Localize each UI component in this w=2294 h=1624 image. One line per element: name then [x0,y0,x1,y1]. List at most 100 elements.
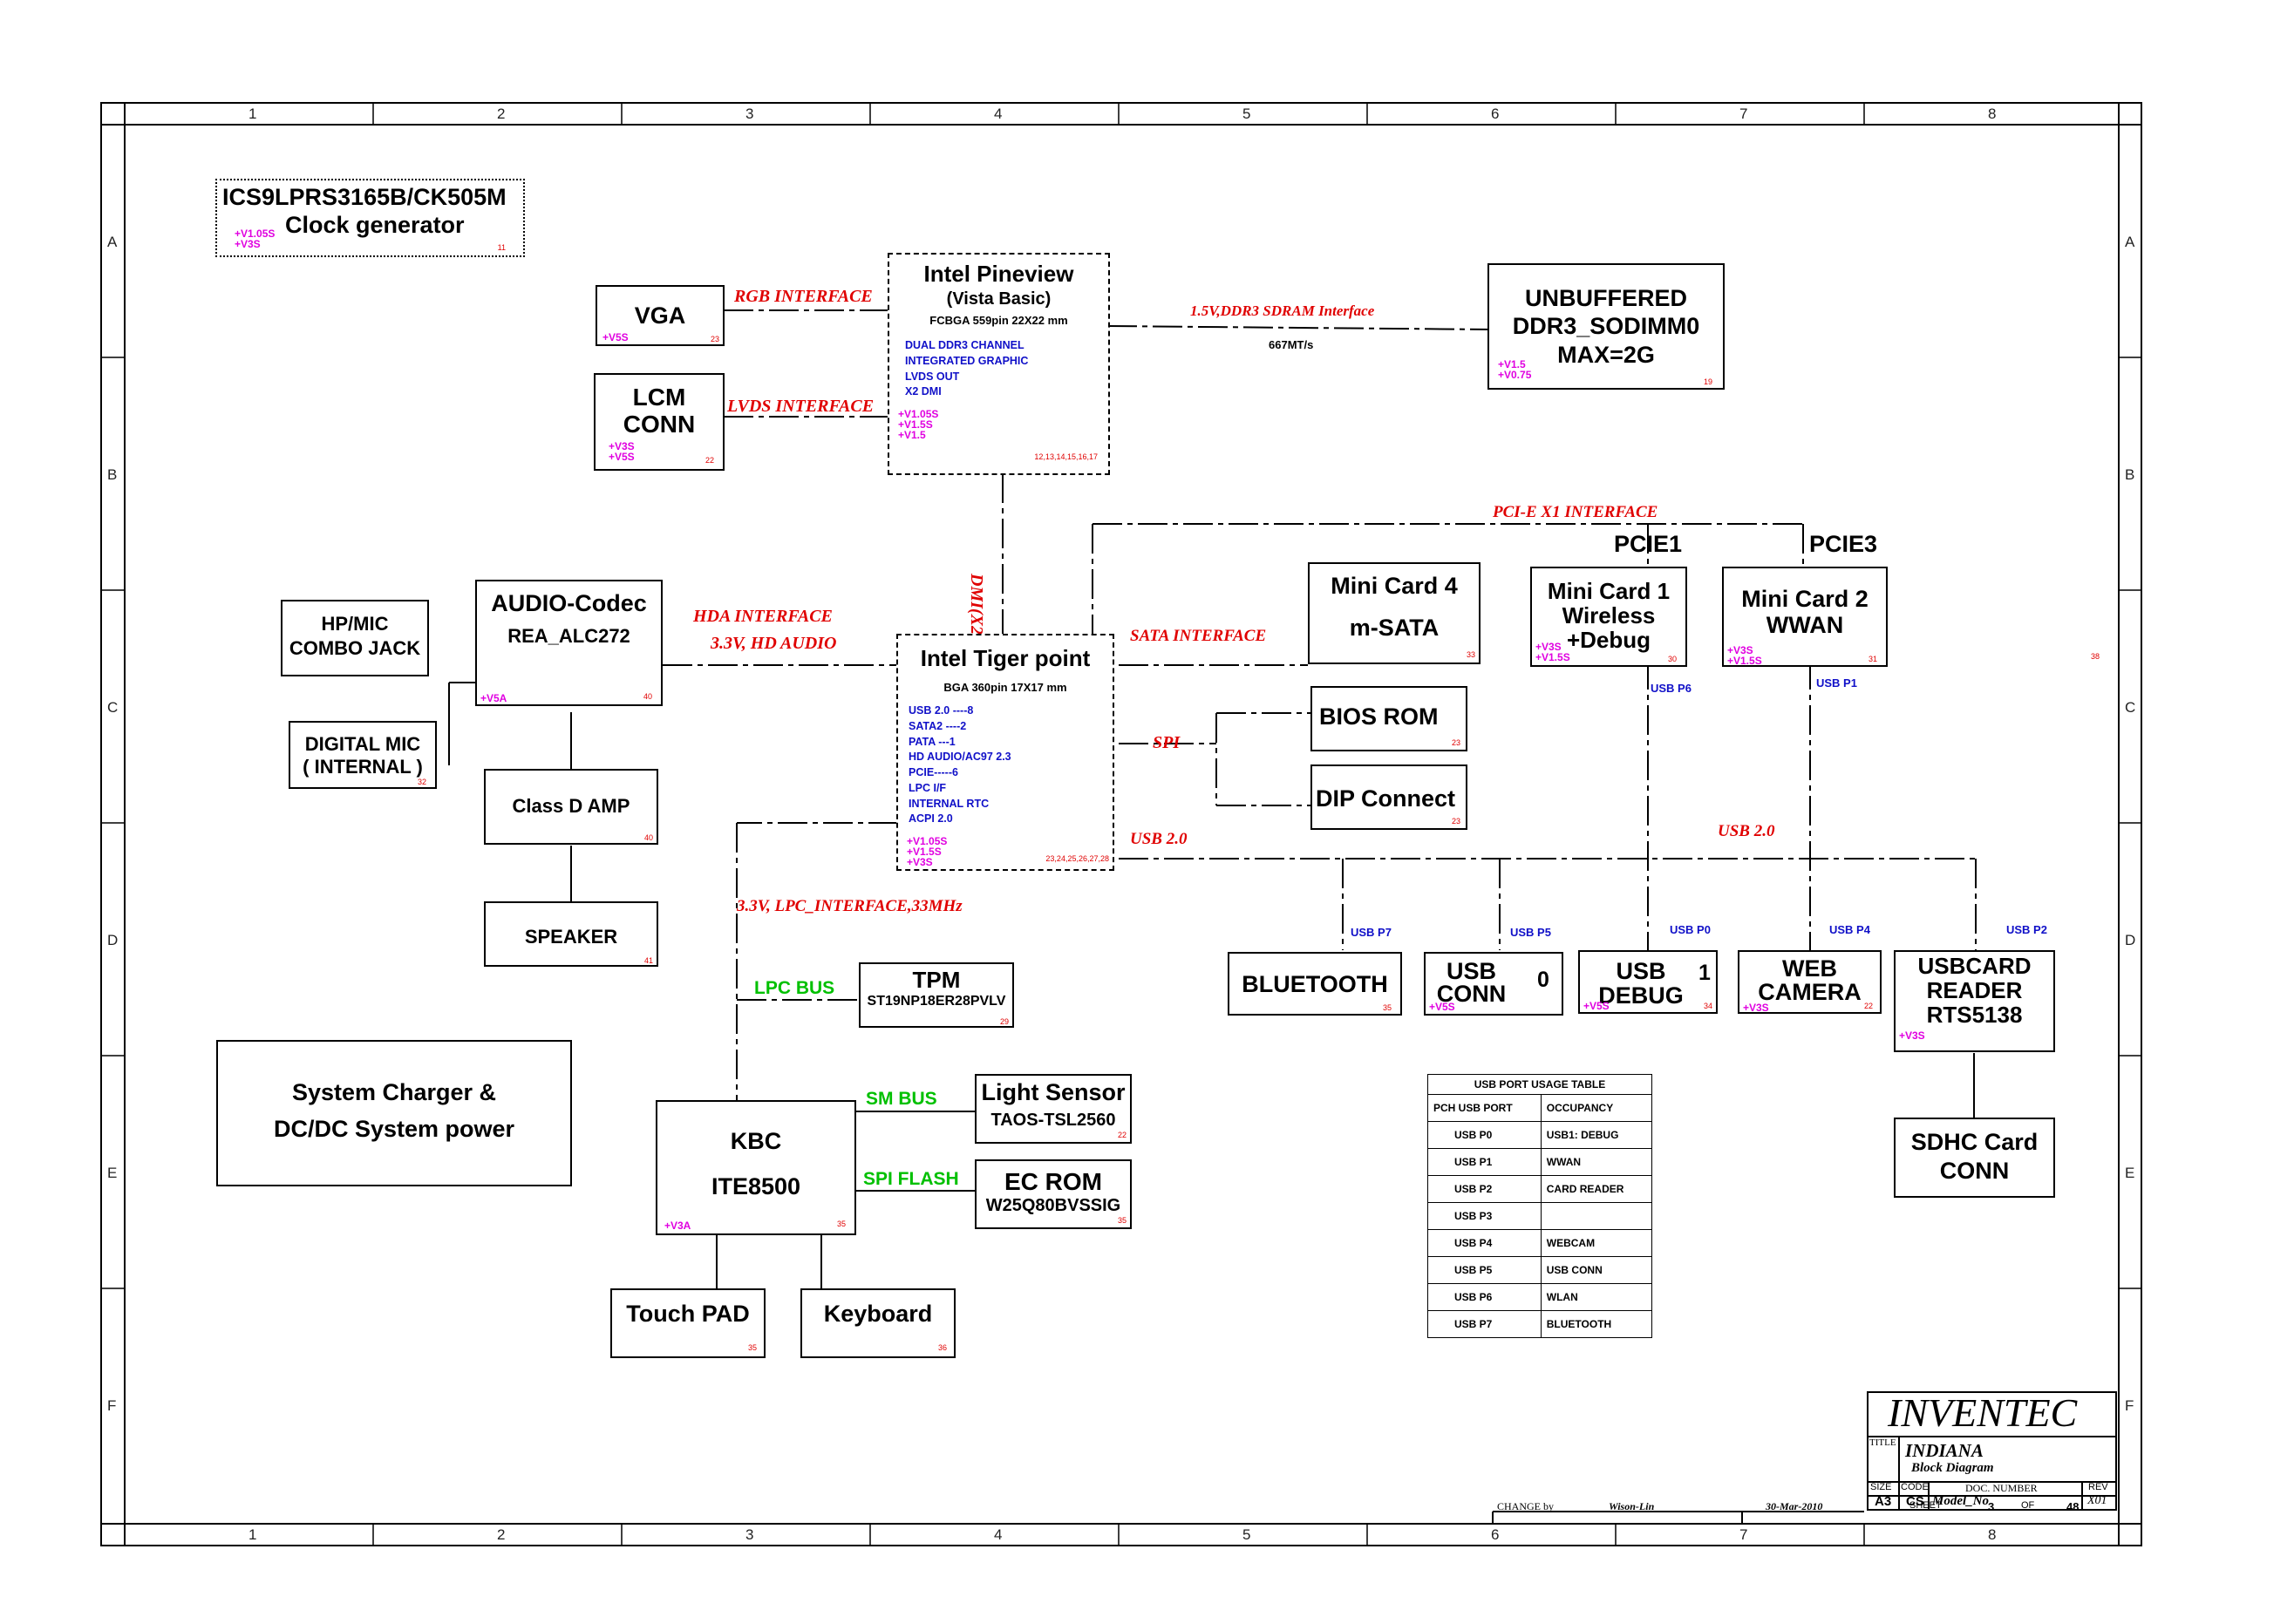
ddr-title: UNBUFFERED DDR3_SODIMM0 MAX=2G [1512,285,1700,368]
ddr-power: +V1.5 +V0.75 [1498,358,1532,381]
pcie1-title: Mini Card 1 Wireless +Debug [1547,578,1671,654]
sm-bus-label: SM BUS [866,1089,937,1109]
frame-row-a-right: A [2125,234,2135,250]
table-cell-port: USB P4 [1427,1229,1542,1257]
dmic-page: 32 [417,778,426,786]
digital-mic-block: DIGITAL MIC ( INTERNAL ) 32 [289,721,437,789]
pcie3-title: Mini Card 2 WWAN [1741,586,1869,639]
dmic-title: DIGITAL MIC ( INTERNAL ) [303,733,423,778]
clock-page: 11 [497,243,506,252]
minicard4-page: 33 [1466,650,1475,659]
ddr3-interface-label: 1.5V,DDR3 SDRAM Interface [1190,302,1375,319]
pcie1-label: PCIE1 [1614,531,1683,557]
light-sensor-block: Light Sensor TAOS-TSL2560 22 [975,1074,1132,1144]
keyboard-page: 36 [937,1343,947,1352]
title-label: TITLE [1869,1437,1896,1448]
table-cell-port: USB P7 [1427,1310,1542,1338]
usbconn0-power: +V5S [1429,1001,1455,1013]
rev-value: X01 [2087,1494,2107,1507]
tigerpoint-package: BGA 360pin 17X17 mm [943,681,1067,694]
dip-page: 23 [1451,817,1460,826]
frame-col-1-top: 1 [248,105,257,122]
bios-title: BIOS ROM [1319,703,1439,730]
frame-row-b-left: B [107,466,118,483]
docnum-label: DOC. NUMBER [1965,1482,2038,1494]
minicard4-title: Mini Card 4 [1331,573,1458,599]
table-cell-occupancy: USB1: DEBUG [1540,1121,1653,1149]
dip-title: DIP Connect [1316,785,1456,812]
total-sheets: 48 [2066,1500,2080,1513]
frame-row-a-left: A [107,234,118,250]
audio-page: 40 [643,692,652,701]
pcie3-label: PCIE3 [1809,531,1878,557]
pineview-features: DUAL DDR3 CHANNEL INTEGRATED GRAPHIC LVD… [905,339,1029,398]
bluetooth-usb-port: USB P7 [1351,926,1392,939]
ddr3-sodimm-block: UNBUFFERED DDR3_SODIMM0 MAX=2G +V1.5 +V0… [1487,263,1725,390]
webcam-page: 22 [1863,1002,1873,1010]
usbconn0-title: USB CONN [1436,958,1507,1007]
bios-rom-block: BIOS ROM 23 [1310,686,1467,751]
classd-page: 40 [643,833,653,842]
touchpad-title: Touch PAD [626,1301,750,1327]
table-cell-port: USB P6 [1427,1283,1542,1311]
frame-row-d-right: D [2125,932,2136,948]
ecrom-title: EC ROM [1004,1168,1102,1195]
usb-conn0-block: USB CONN 0 +V5S [1424,952,1563,1016]
cardreader-power: +V3S [1899,1029,1925,1042]
lightsensor-page: 22 [1117,1131,1127,1139]
table-cell-port: USB P5 [1427,1256,1542,1284]
frame-row-c-left: C [107,699,119,716]
vga-block: VGA +V5S 23 [596,285,725,346]
sheet-value: 3 [1988,1500,1995,1513]
class-d-amp-block: Class D AMP 40 [484,769,658,845]
doc-title: Block Diagram [1911,1461,1994,1475]
lcm-conn-block: LCM CONN +V3S +V5S 22 [594,373,725,471]
change-by-value: Wison-Lin [1609,1500,1655,1512]
outer-frame [100,102,2142,1546]
webcam-power: +V3S [1743,1002,1769,1014]
inner-frame [124,124,2120,1525]
minicard4-msata-block: Mini Card 4 m-SATA 33 [1308,562,1481,664]
tigerpoint-title: Intel Tiger point [920,645,1091,671]
sata-interface-label: SATA INTERFACE [1130,627,1267,645]
ecrom-subtitle: W25Q80BVSSIG [985,1196,1121,1215]
audio-power: +V5A [480,692,507,704]
frame-col-5-bottom: 5 [1242,1526,1251,1543]
table-title-row: USB PORT USAGE TABLE [1427,1074,1652,1095]
webcam-title: WEB CAMERA [1758,955,1862,1005]
webcam-usb-port: USB P4 [1829,923,1870,936]
pcie1-usb-port: USB P6 [1651,682,1692,695]
bluetooth-page: 35 [1382,1003,1392,1012]
change-date: 30-Mar-2010 [1766,1500,1823,1512]
kbc-title: KBC [730,1128,782,1154]
usb-debug1-block: USB DEBUG 1 +V5S 34 [1578,950,1718,1014]
change-by-label: CHANGE by [1497,1500,1554,1512]
frame-row-e-left: E [107,1165,118,1181]
rgb-interface-label: RGB INTERFACE [734,287,873,306]
spi-flash-label: SPI FLASH [863,1169,959,1189]
of-label: OF [2021,1500,2035,1511]
table-cell-port: USB P0 [1427,1121,1542,1149]
table-cell-occupancy [1540,1202,1653,1230]
size-label: SIZE [1870,1482,1892,1492]
kbc-block: KBC ITE8500 +V3A 35 [656,1100,856,1235]
frame-col-8-bottom: 8 [1988,1526,1997,1543]
table-title: USB PORT USAGE TABLE [1427,1074,1652,1095]
table-cell-occupancy: USB CONN [1540,1256,1653,1284]
tigerpoint-features: USB 2.0 ----8 SATA2 ----2 PATA ---1 HD A… [909,704,1011,826]
table-cell-occupancy: WEBCAM [1540,1229,1653,1257]
lcm-title: LCM CONN [623,384,696,438]
usb-card-reader-block: USBCARD READER RTS5138 +V3S [1894,950,2055,1052]
bluetooth-block: BLUETOOTH 35 [1228,952,1402,1016]
spi-label: SPI [1153,733,1181,752]
charger-title: System Charger & DC/DC System power [273,1079,515,1142]
usbconn0-number: 0 [1537,968,1549,992]
orphan-page-ref: 38 [2091,652,2100,661]
tigerpoint-pch-block: Intel Tiger point BGA 360pin 17X17 mm US… [896,634,1114,871]
